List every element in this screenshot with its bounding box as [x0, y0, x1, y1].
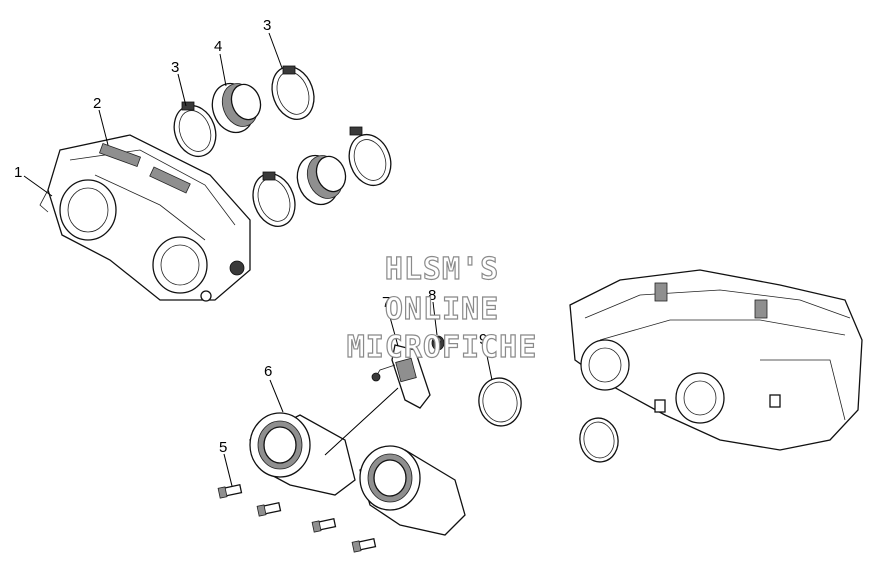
intake-sensor	[371, 344, 431, 409]
watermark-line-2: ONLINE	[384, 291, 500, 327]
callout-3-left: 3	[171, 59, 179, 76]
watermark-line-1: HLSM'S	[384, 251, 500, 287]
o-rings	[478, 377, 619, 463]
callout-3-right: 3	[263, 17, 271, 34]
hose-clamps	[173, 65, 392, 227]
callout-8: 8	[428, 287, 436, 304]
leader-lines	[23, 32, 493, 487]
intake-couplers	[211, 82, 347, 206]
callout-1: 1	[14, 164, 22, 181]
sensor-cap	[431, 335, 445, 351]
callout-6: 6	[264, 363, 272, 380]
callout-4: 4	[214, 38, 222, 55]
callout-labels: 1 2 3 3 4 5 6 7 8 9	[14, 17, 487, 456]
callout-9: 9	[479, 331, 487, 348]
watermark-line-3: MICROFICHE	[346, 329, 538, 365]
intake-manifold-boots	[249, 412, 466, 536]
cylinder-head	[569, 269, 863, 451]
callout-7: 7	[382, 294, 390, 311]
callout-5: 5	[219, 439, 227, 456]
callout-2: 2	[93, 95, 101, 112]
throttle-body-assembly	[39, 134, 251, 302]
bolts	[217, 483, 377, 553]
